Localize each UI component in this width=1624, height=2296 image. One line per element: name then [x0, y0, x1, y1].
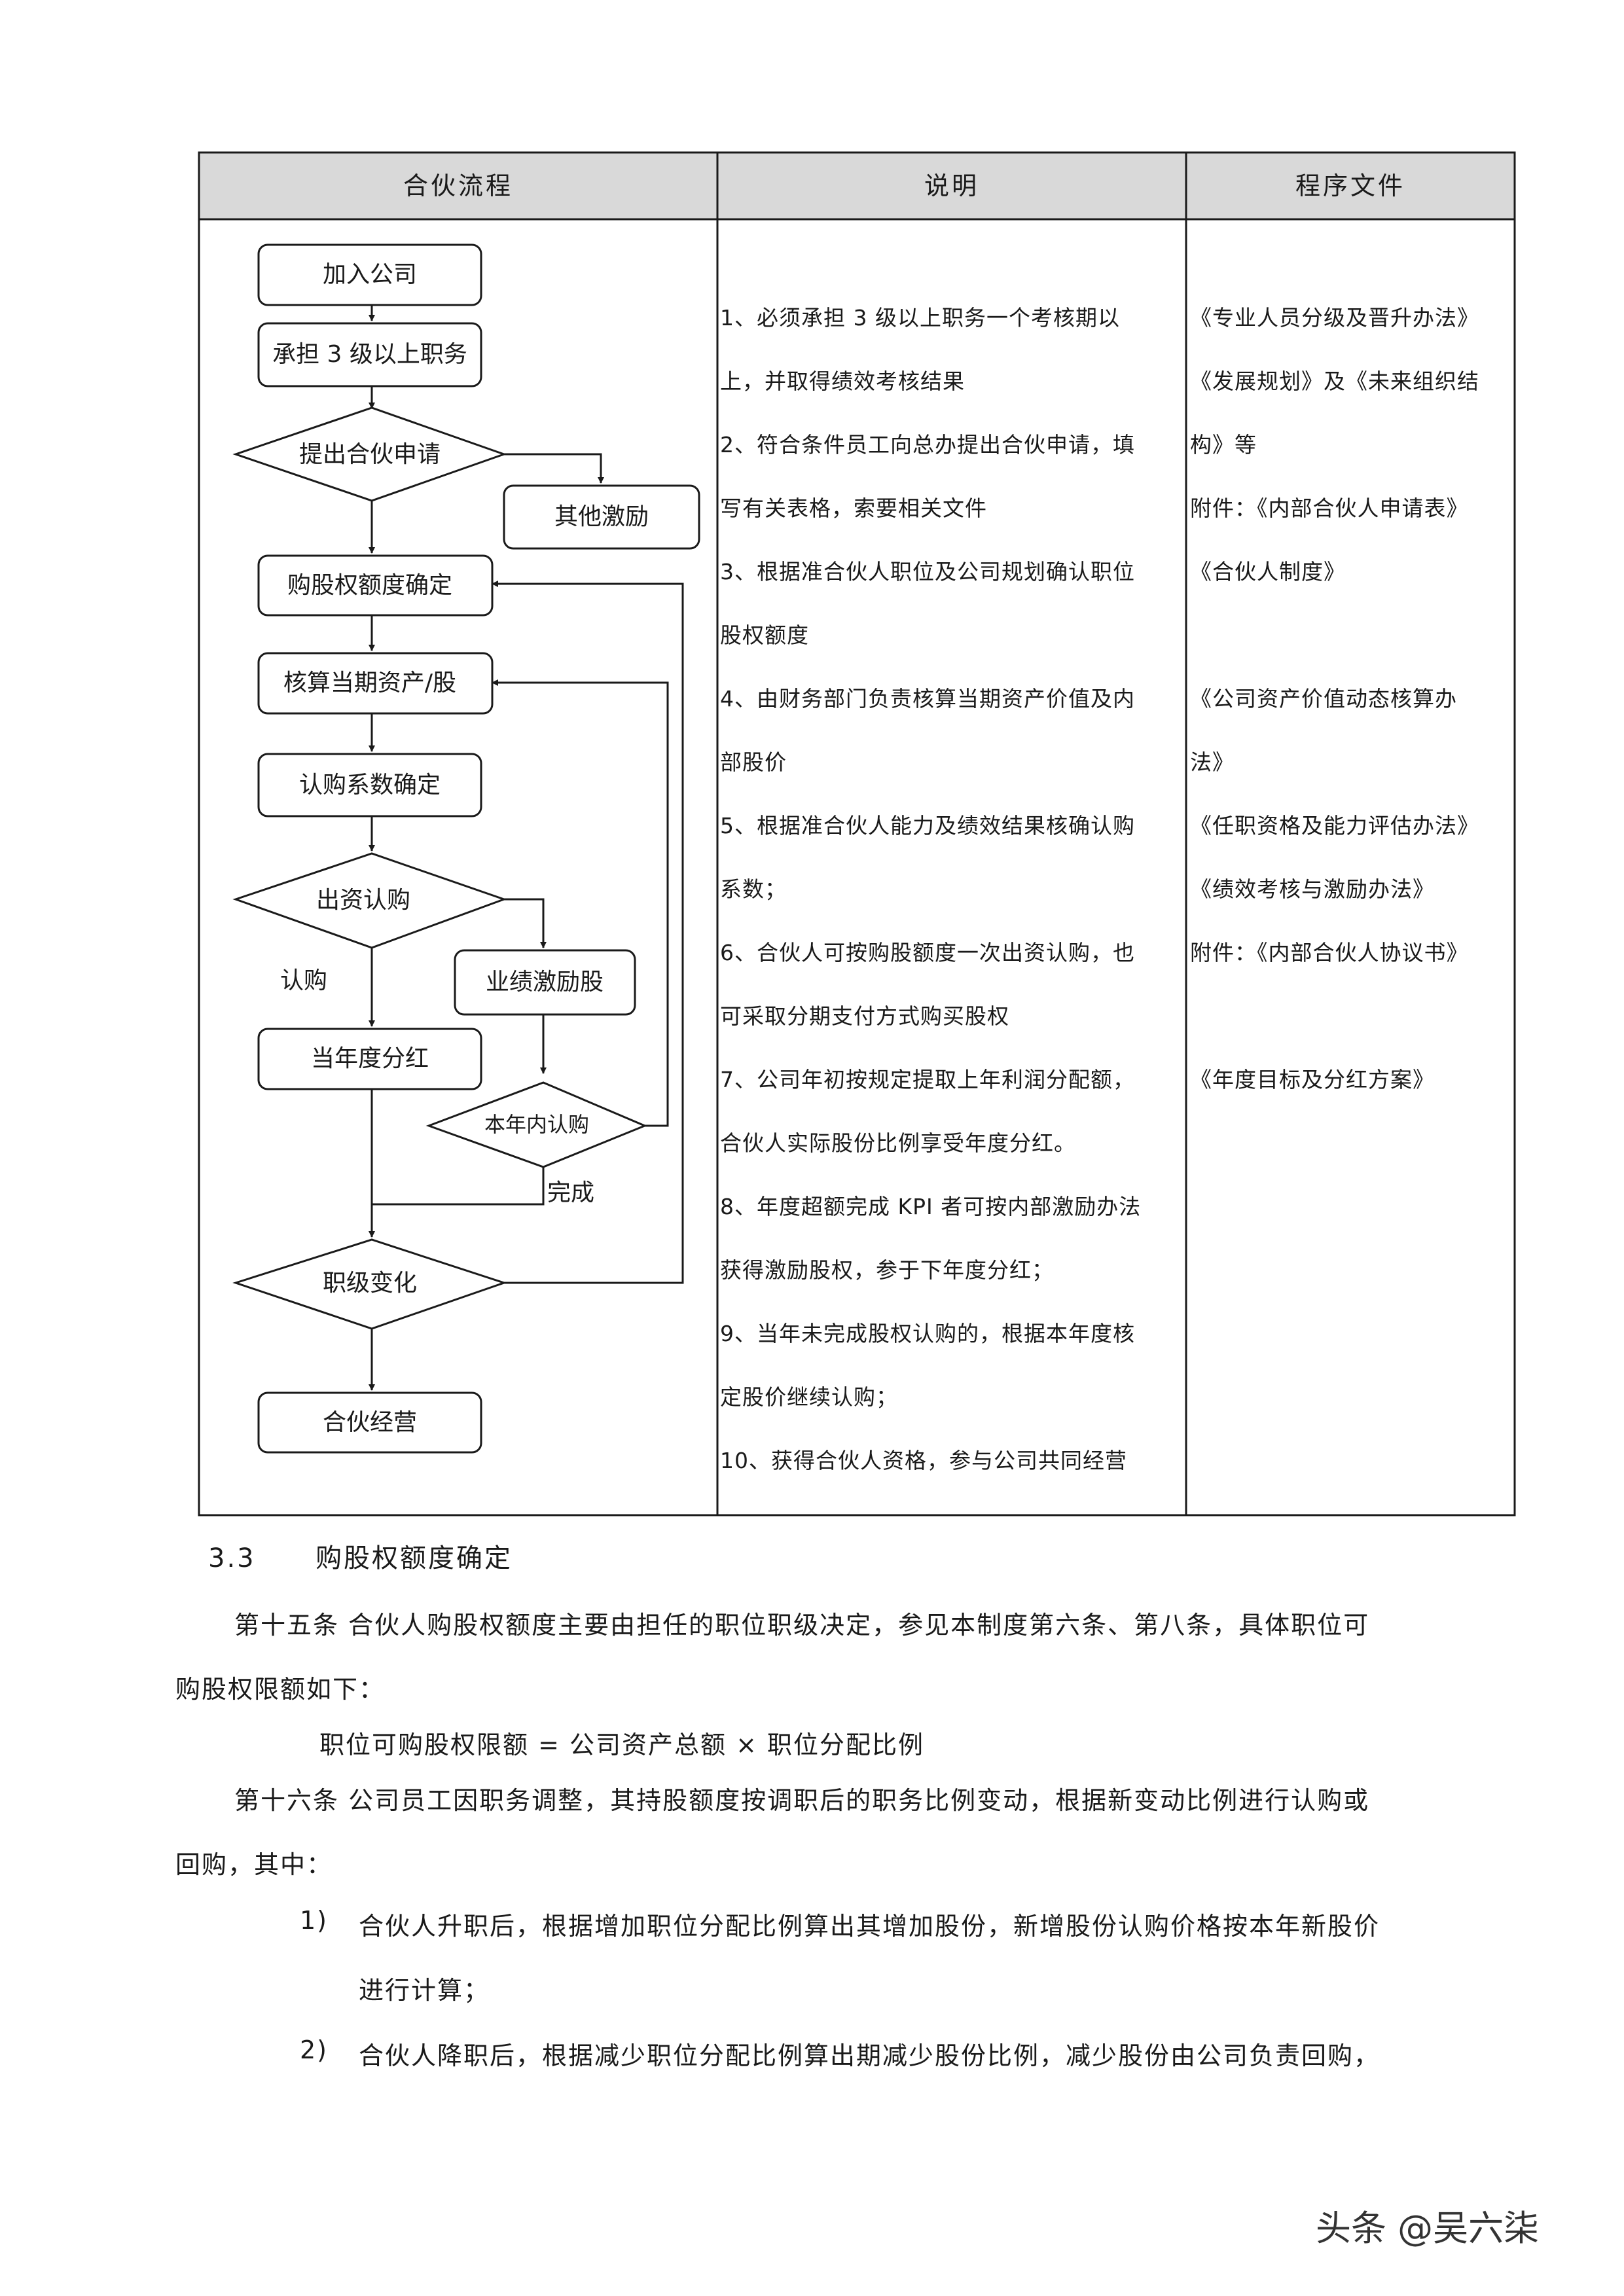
- label-dividend: 当年度分红: [311, 1045, 429, 1072]
- label-done-branch: 完成: [547, 1179, 594, 1206]
- watermark: 头条 @吴六柒: [1316, 2208, 1540, 2249]
- label-subscribe-branch: 认购: [280, 967, 327, 994]
- program-file-line: 《年度目标及分红方案》: [1190, 1067, 1435, 1092]
- program-file-line: 《任职资格及能力评估办法》: [1190, 813, 1479, 838]
- description-line: 股权额度: [720, 622, 809, 648]
- label-level-change: 职级变化: [323, 1270, 417, 1297]
- program-file-line: 法》: [1190, 749, 1235, 775]
- node-performance-shares: [454, 949, 636, 1016]
- program-file-line: 《绩效考核与激励办法》: [1190, 876, 1435, 902]
- description-line: 写有关表格，索要相关文件: [720, 495, 987, 521]
- description-line: 7、公司年初按规定提取上年利润分配额，: [720, 1067, 1135, 1092]
- node-operation: [257, 1391, 482, 1454]
- node-level-change-decision: [232, 1238, 507, 1330]
- description-line: 获得激励股权，参于下年度分红；: [720, 1257, 1054, 1283]
- label-performance-shares: 业绩激励股: [486, 969, 604, 996]
- program-file-line: 《合伙人制度》: [1190, 559, 1346, 584]
- program-file-line: 《公司资产价值动态核算办: [1190, 686, 1457, 711]
- label-join: 加入公司: [323, 261, 417, 288]
- flow-connectors: [369, 305, 684, 1391]
- item-2-line-1: 合伙人降职后，根据减少职位分配比例算出期减少股份比例，减少股份由公司负责回购，: [359, 2041, 1380, 2070]
- article-16-line-1: 第十六条 公司员工因职务调整，其持股额度按调职后的职务比例变动，根据新变动比例进…: [234, 1786, 1370, 1815]
- header-description: 说明: [924, 171, 979, 200]
- label-assets: 核算当期资产/股: [283, 670, 456, 696]
- table-header-row: [199, 152, 1515, 219]
- description-line: 6、合伙人可按购股额度一次出资认购，也: [720, 940, 1135, 965]
- node-dividend: [257, 1028, 482, 1090]
- formula: 职位可购股权限额 = 公司资产总额 × 职位分配比例: [319, 1731, 924, 1759]
- description-line: 10、获得合伙人资格，参与公司共同经营: [720, 1448, 1127, 1473]
- node-yearly-subscribe-decision: [425, 1081, 647, 1168]
- table-grid: [198, 151, 1516, 1516]
- label-yearly-subscribe: 本年内认购: [484, 1112, 589, 1137]
- description-line: 2、符合条件员工向总办提出合伙申请，填: [720, 432, 1135, 457]
- label-quota: 购股权额度确定: [287, 572, 452, 599]
- node-quota: [257, 554, 494, 617]
- article-16-line-2: 回购，其中：: [175, 1850, 333, 1879]
- label-invest: 出资认购: [316, 887, 410, 914]
- program-file-line: 《专业人员分级及晋升办法》: [1190, 305, 1479, 331]
- section-title: 购股权额度确定: [316, 1543, 513, 1573]
- description-line: 3、根据准合伙人职位及公司规划确认职位: [720, 559, 1135, 584]
- description-line: 合伙人实际股份比例享受年度分红。: [720, 1130, 1076, 1156]
- description-line: 上，并取得绩效考核结果: [720, 368, 965, 394]
- program-file-line: 附件：《内部合伙人申请表》: [1190, 495, 1469, 521]
- process-table: 合伙流程 说明 程序文件: [199, 152, 1515, 1515]
- description-line: 5、根据准合伙人能力及绩效结果核确认购: [720, 813, 1135, 838]
- node-hold-position: [257, 322, 482, 387]
- description-line: 4、由财务部门负责核算当期资产价值及内: [720, 686, 1135, 711]
- description-line: 系数；: [720, 876, 787, 902]
- label-hold-position: 承担 3 级以上职务: [272, 341, 467, 368]
- description-line: 可采取分期支付方式购买股权: [720, 1003, 1009, 1029]
- node-join: [257, 243, 482, 306]
- label-other-incentive: 其他激励: [554, 503, 649, 530]
- header-program-files: 程序文件: [1295, 171, 1405, 200]
- item-1-number: 1): [300, 1906, 329, 1935]
- label-operation: 合伙经营: [323, 1409, 417, 1436]
- node-coefficient: [257, 753, 482, 817]
- item-2-number: 2): [300, 2036, 329, 2064]
- program-file-line: 构》等: [1190, 432, 1257, 457]
- node-assets: [257, 652, 494, 715]
- section-number: 3.3: [208, 1543, 256, 1573]
- label-apply: 提出合伙申请: [299, 441, 441, 468]
- label-coefficient: 认购系数确定: [299, 772, 441, 798]
- item-1-line-2: 进行计算；: [359, 1976, 490, 2005]
- item-1-line-1: 合伙人升职后，根据增加职位分配比例算出其增加股份，新增股份认购价格按本年新股价: [359, 1912, 1380, 1941]
- header-partner-process: 合伙流程: [403, 171, 513, 200]
- description-line: 部股价: [720, 749, 787, 775]
- article-15-line-2: 购股权限额如下：: [175, 1675, 386, 1704]
- program-file-line: 附件：《内部合伙人协议书》: [1190, 940, 1469, 965]
- article-15-line-1: 第十五条 合伙人购股权额度主要由担任的职位职级决定，参见本制度第六条、第八条，具…: [234, 1611, 1370, 1640]
- description-line: 1、必须承担 3 级以上职务一个考核期以: [720, 305, 1120, 331]
- description-line: 8、年度超额完成 KPI 者可按内部激励办法: [720, 1194, 1142, 1219]
- description-line: 定股价继续认购；: [720, 1384, 898, 1410]
- description-line: 9、当年未完成股权认购的，根据本年度核: [720, 1321, 1135, 1346]
- section-heading: 3.3 购股权额度确定: [208, 1537, 513, 1575]
- node-invest-decision: [232, 852, 507, 949]
- node-apply-decision: [232, 406, 507, 502]
- program-file-line: 《发展规划》及《未来组织结: [1190, 368, 1479, 394]
- node-other-incentive: [503, 484, 700, 550]
